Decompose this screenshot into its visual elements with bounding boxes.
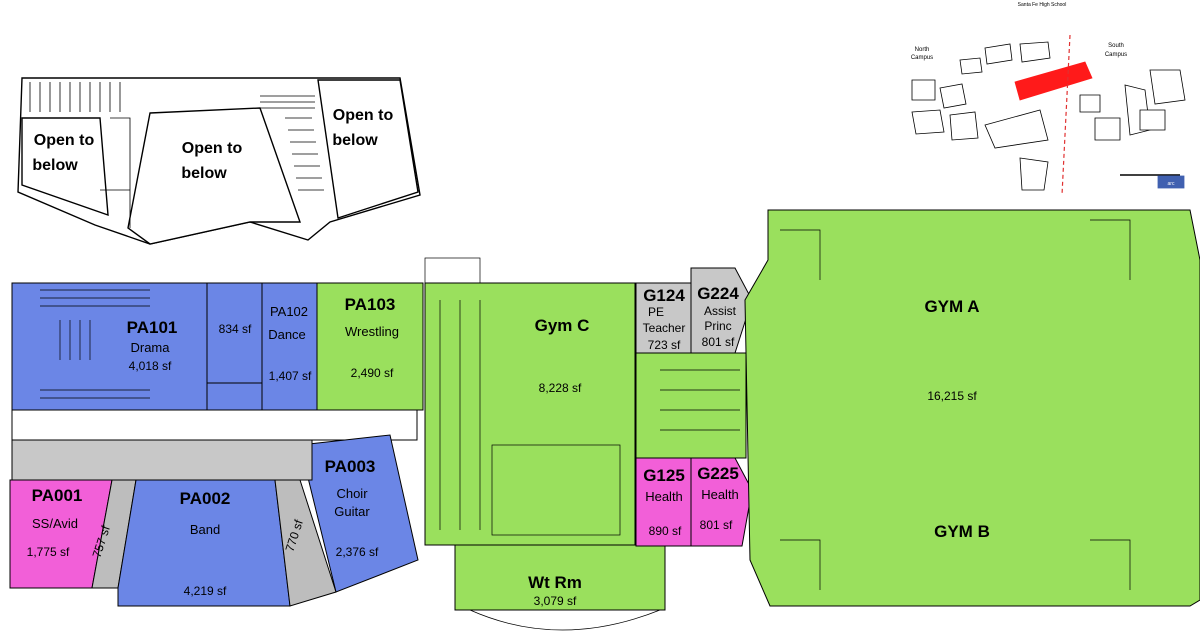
pa003-code: PA003 bbox=[325, 457, 376, 476]
pa001-code: PA001 bbox=[32, 486, 83, 505]
g225-code: G225 bbox=[697, 464, 739, 483]
pa103-area: 2,490 sf bbox=[351, 366, 394, 380]
pa101-name: Drama bbox=[130, 340, 170, 355]
corridor bbox=[11, 409, 418, 441]
g224-name2: Princ bbox=[704, 319, 731, 333]
g124-area: 723 sf bbox=[648, 338, 681, 352]
room-locker bbox=[635, 352, 747, 459]
room-pa101 bbox=[11, 282, 208, 411]
campus-building bbox=[1094, 117, 1121, 141]
pa001-area: 1,775 sf bbox=[27, 545, 70, 559]
highlighted-building bbox=[1014, 61, 1093, 101]
gymc-name: Gym C bbox=[535, 316, 590, 335]
campus-building bbox=[939, 83, 967, 109]
g225-name: Health bbox=[701, 487, 739, 502]
gyma-area: 16,215 sf bbox=[927, 389, 977, 403]
pa101-code: PA101 bbox=[127, 318, 178, 337]
g224-name1: Assist bbox=[704, 304, 737, 318]
room-g124 bbox=[635, 282, 692, 354]
open-area-right bbox=[317, 79, 419, 219]
arc-logo-box bbox=[1157, 175, 1185, 189]
g124-code: G124 bbox=[643, 286, 685, 305]
campus-building bbox=[1019, 157, 1049, 191]
upper-stair-marks bbox=[29, 82, 324, 228]
g124-name1: PE bbox=[648, 305, 664, 319]
g224-area: 801 sf bbox=[702, 335, 735, 349]
campus-building bbox=[911, 109, 945, 135]
room-g125 bbox=[635, 457, 692, 547]
open-to-below-label: Open to bbox=[333, 107, 394, 124]
g125-name: Health bbox=[645, 489, 683, 504]
campus-building bbox=[1079, 94, 1101, 113]
room-pa103 bbox=[316, 282, 424, 411]
room-pa102 bbox=[261, 282, 318, 411]
pa001-name: SS/Avid bbox=[32, 516, 78, 531]
g125-area: 890 sf bbox=[649, 524, 682, 538]
g225-area: 801 sf bbox=[700, 518, 733, 532]
upper-level-plan bbox=[17, 77, 421, 245]
campus-building bbox=[949, 111, 979, 141]
gyma-name: GYM A bbox=[924, 297, 979, 316]
room-pa003 bbox=[299, 434, 419, 593]
gymc-area: 8,228 sf bbox=[539, 381, 582, 395]
pa003-area: 2,376 sf bbox=[336, 545, 379, 559]
g224-code: G224 bbox=[697, 284, 739, 303]
open-to-below-label: Open to bbox=[182, 140, 243, 157]
g124-name2: Teacher bbox=[643, 321, 686, 335]
pa002-name: Band bbox=[190, 522, 220, 537]
campus-divider bbox=[1061, 34, 1071, 196]
room-g224 bbox=[690, 267, 753, 354]
south-campus-label: Campus bbox=[1105, 52, 1127, 58]
open-to-below-label: below bbox=[181, 165, 227, 182]
pa102-name: Dance bbox=[268, 327, 306, 342]
wtrm-area: 3,079 sf bbox=[534, 594, 577, 608]
campus-building bbox=[984, 109, 1049, 149]
g125-code: G125 bbox=[643, 466, 685, 485]
room-gymc bbox=[424, 282, 636, 546]
north-campus-label: Campus bbox=[911, 55, 933, 61]
room-834-area: 834 sf bbox=[219, 322, 252, 336]
pa101-area: 4,018 sf bbox=[129, 359, 172, 373]
open-to-below-label: Open to bbox=[34, 132, 95, 149]
room-gyma-gymb bbox=[744, 209, 1200, 607]
pa002-code: PA002 bbox=[180, 489, 231, 508]
key-map bbox=[911, 34, 1186, 196]
campus-building bbox=[1149, 69, 1186, 105]
pa003-name1: Choir bbox=[336, 486, 368, 501]
room-g225 bbox=[690, 457, 753, 547]
room-wtrm bbox=[454, 544, 666, 611]
wtrm-name: Wt Rm bbox=[528, 573, 582, 592]
campus-building bbox=[984, 43, 1013, 65]
key-map-title: Santa Fe High School bbox=[1018, 2, 1067, 8]
open-to-below-label: below bbox=[32, 157, 78, 174]
arc-logo: arc bbox=[1168, 181, 1175, 187]
pa103-name: Wrestling bbox=[345, 324, 399, 339]
open-area-left bbox=[21, 117, 109, 217]
campus-building bbox=[1139, 109, 1166, 131]
campus-building bbox=[911, 79, 936, 101]
pa102-area: 1,407 sf bbox=[269, 369, 312, 383]
pa003-name2: Guitar bbox=[334, 504, 370, 519]
gymb-name: GYM B bbox=[934, 522, 990, 541]
room-support bbox=[206, 382, 263, 411]
south-campus-label: South bbox=[1108, 43, 1124, 49]
campus-building bbox=[1019, 41, 1051, 63]
pa102-code: PA102 bbox=[270, 304, 308, 319]
room-support-south bbox=[11, 439, 313, 481]
main-floor-rooms bbox=[9, 209, 1200, 611]
pa002-area: 4,219 sf bbox=[184, 584, 227, 598]
pa103-code: PA103 bbox=[345, 295, 396, 314]
open-to-below-label: below bbox=[332, 132, 378, 149]
campus-building bbox=[959, 57, 983, 75]
north-campus-label: North bbox=[915, 47, 930, 53]
plan-details bbox=[40, 219, 1131, 631]
